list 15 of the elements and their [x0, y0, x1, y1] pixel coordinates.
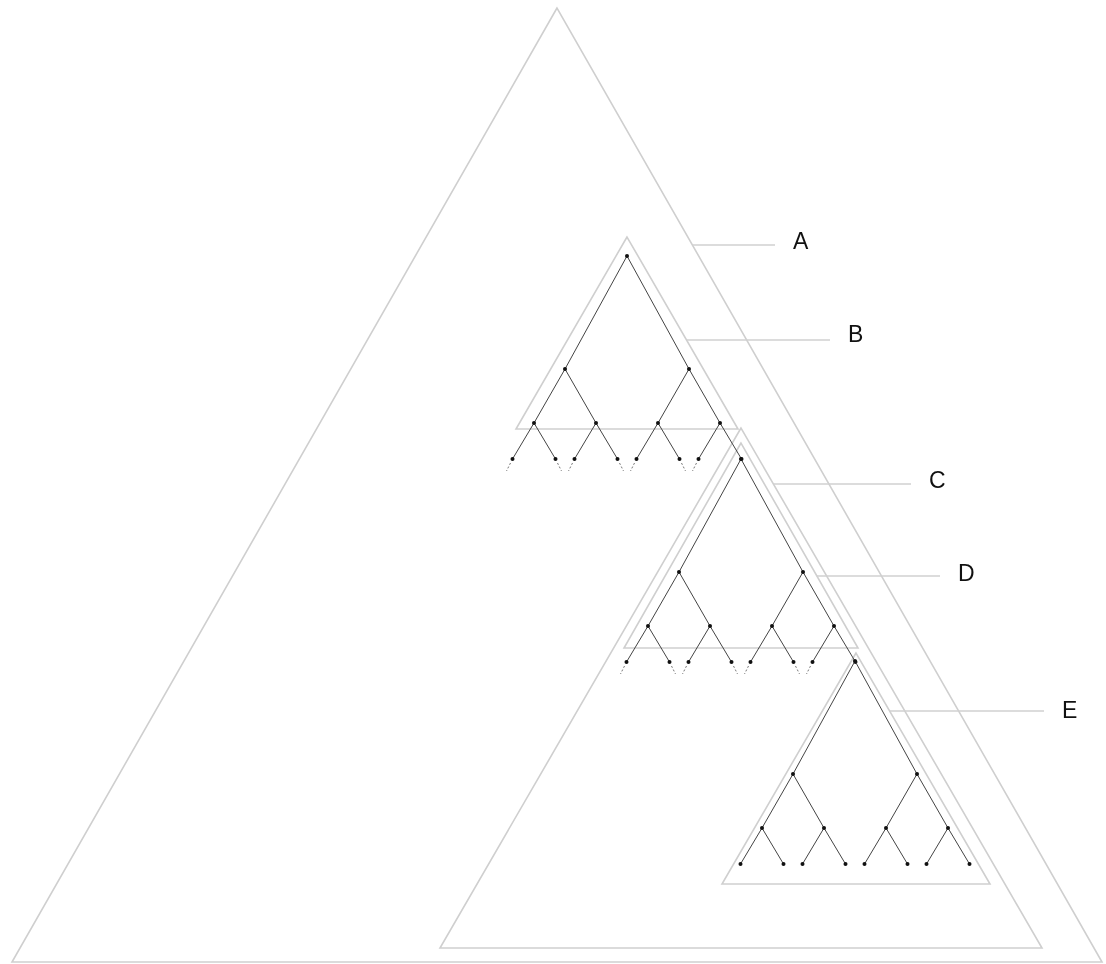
callout-letter: B: [848, 321, 864, 347]
callout-letter: A: [793, 228, 809, 254]
callout-letter: E: [1062, 697, 1078, 723]
triangle-outline: [12, 8, 1102, 962]
leader-line: [816, 575, 941, 577]
leader-line: [691, 244, 776, 246]
triangle-outline: [516, 237, 738, 429]
callout-letter: D: [958, 560, 975, 586]
triangle-outline: [624, 443, 858, 648]
triangle-outline: [440, 428, 1042, 948]
leader-line: [889, 710, 1045, 712]
triangle-outline: [722, 653, 990, 884]
leader-line: [772, 483, 912, 485]
leader-line: [685, 339, 831, 341]
callout-letter: C: [929, 467, 946, 493]
